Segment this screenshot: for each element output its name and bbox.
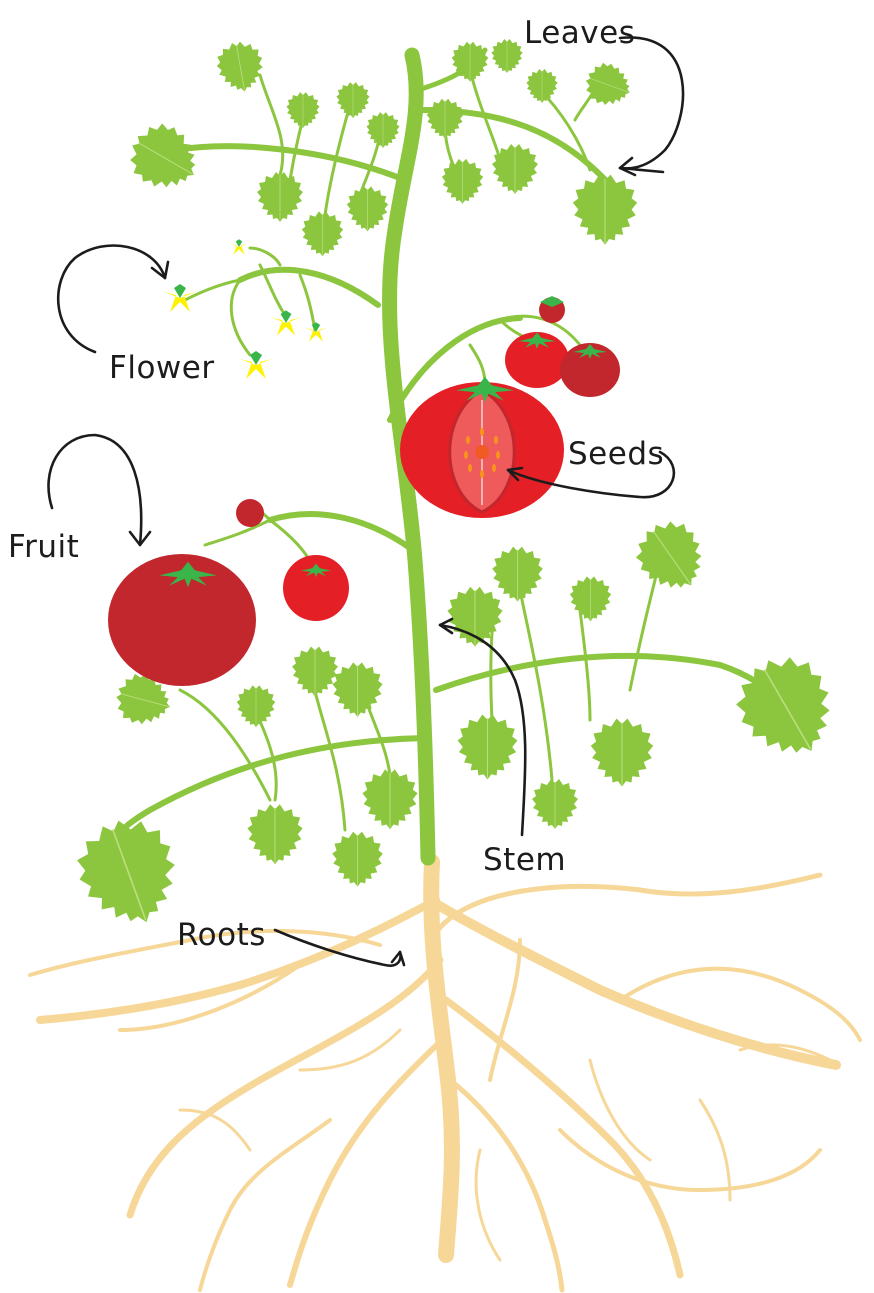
leaves-label: Leaves: [524, 15, 635, 51]
flower-label: Flower: [109, 350, 215, 386]
roots-label: Roots: [177, 917, 266, 953]
seeds-label: Seeds: [568, 436, 664, 472]
leaves-arrow: [620, 37, 683, 168]
fruit-label: Fruit: [8, 529, 79, 565]
upper-tomato-cluster: [400, 296, 620, 518]
root-system: [30, 862, 860, 1290]
flower-arrow: [58, 246, 165, 352]
stem-label: Stem: [483, 842, 566, 878]
